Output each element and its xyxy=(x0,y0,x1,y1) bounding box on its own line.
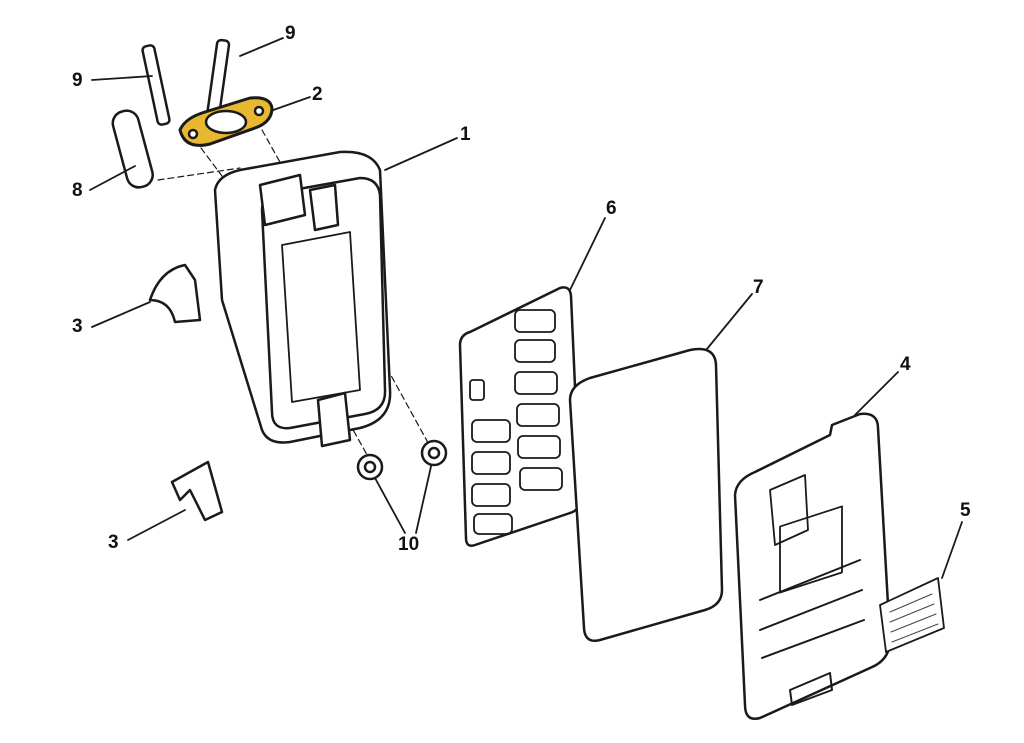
label-plate xyxy=(879,577,945,653)
callout-1: 1 xyxy=(460,124,471,145)
callout-4: 4 xyxy=(900,354,911,375)
callout-8: 8 xyxy=(72,180,83,201)
cover xyxy=(733,412,892,720)
callout-5: 5 xyxy=(960,500,971,521)
foam-element xyxy=(568,347,724,642)
nut xyxy=(356,439,448,481)
clip xyxy=(148,263,224,522)
callout-7: 7 xyxy=(753,277,764,298)
callout-3-upper: 3 xyxy=(72,316,83,337)
muffler-body xyxy=(213,150,392,448)
callout-9-left: 9 xyxy=(72,70,83,91)
callout-10: 10 xyxy=(398,534,420,555)
callout-9-top: 9 xyxy=(285,23,296,44)
callout-6: 6 xyxy=(606,198,617,219)
callout-3-lower: 3 xyxy=(108,532,119,553)
pipe xyxy=(111,109,154,189)
baffle-plate xyxy=(458,286,582,547)
gasket-highlighted xyxy=(178,96,274,147)
callout-2: 2 xyxy=(312,84,323,105)
leader-lines xyxy=(89,37,963,579)
